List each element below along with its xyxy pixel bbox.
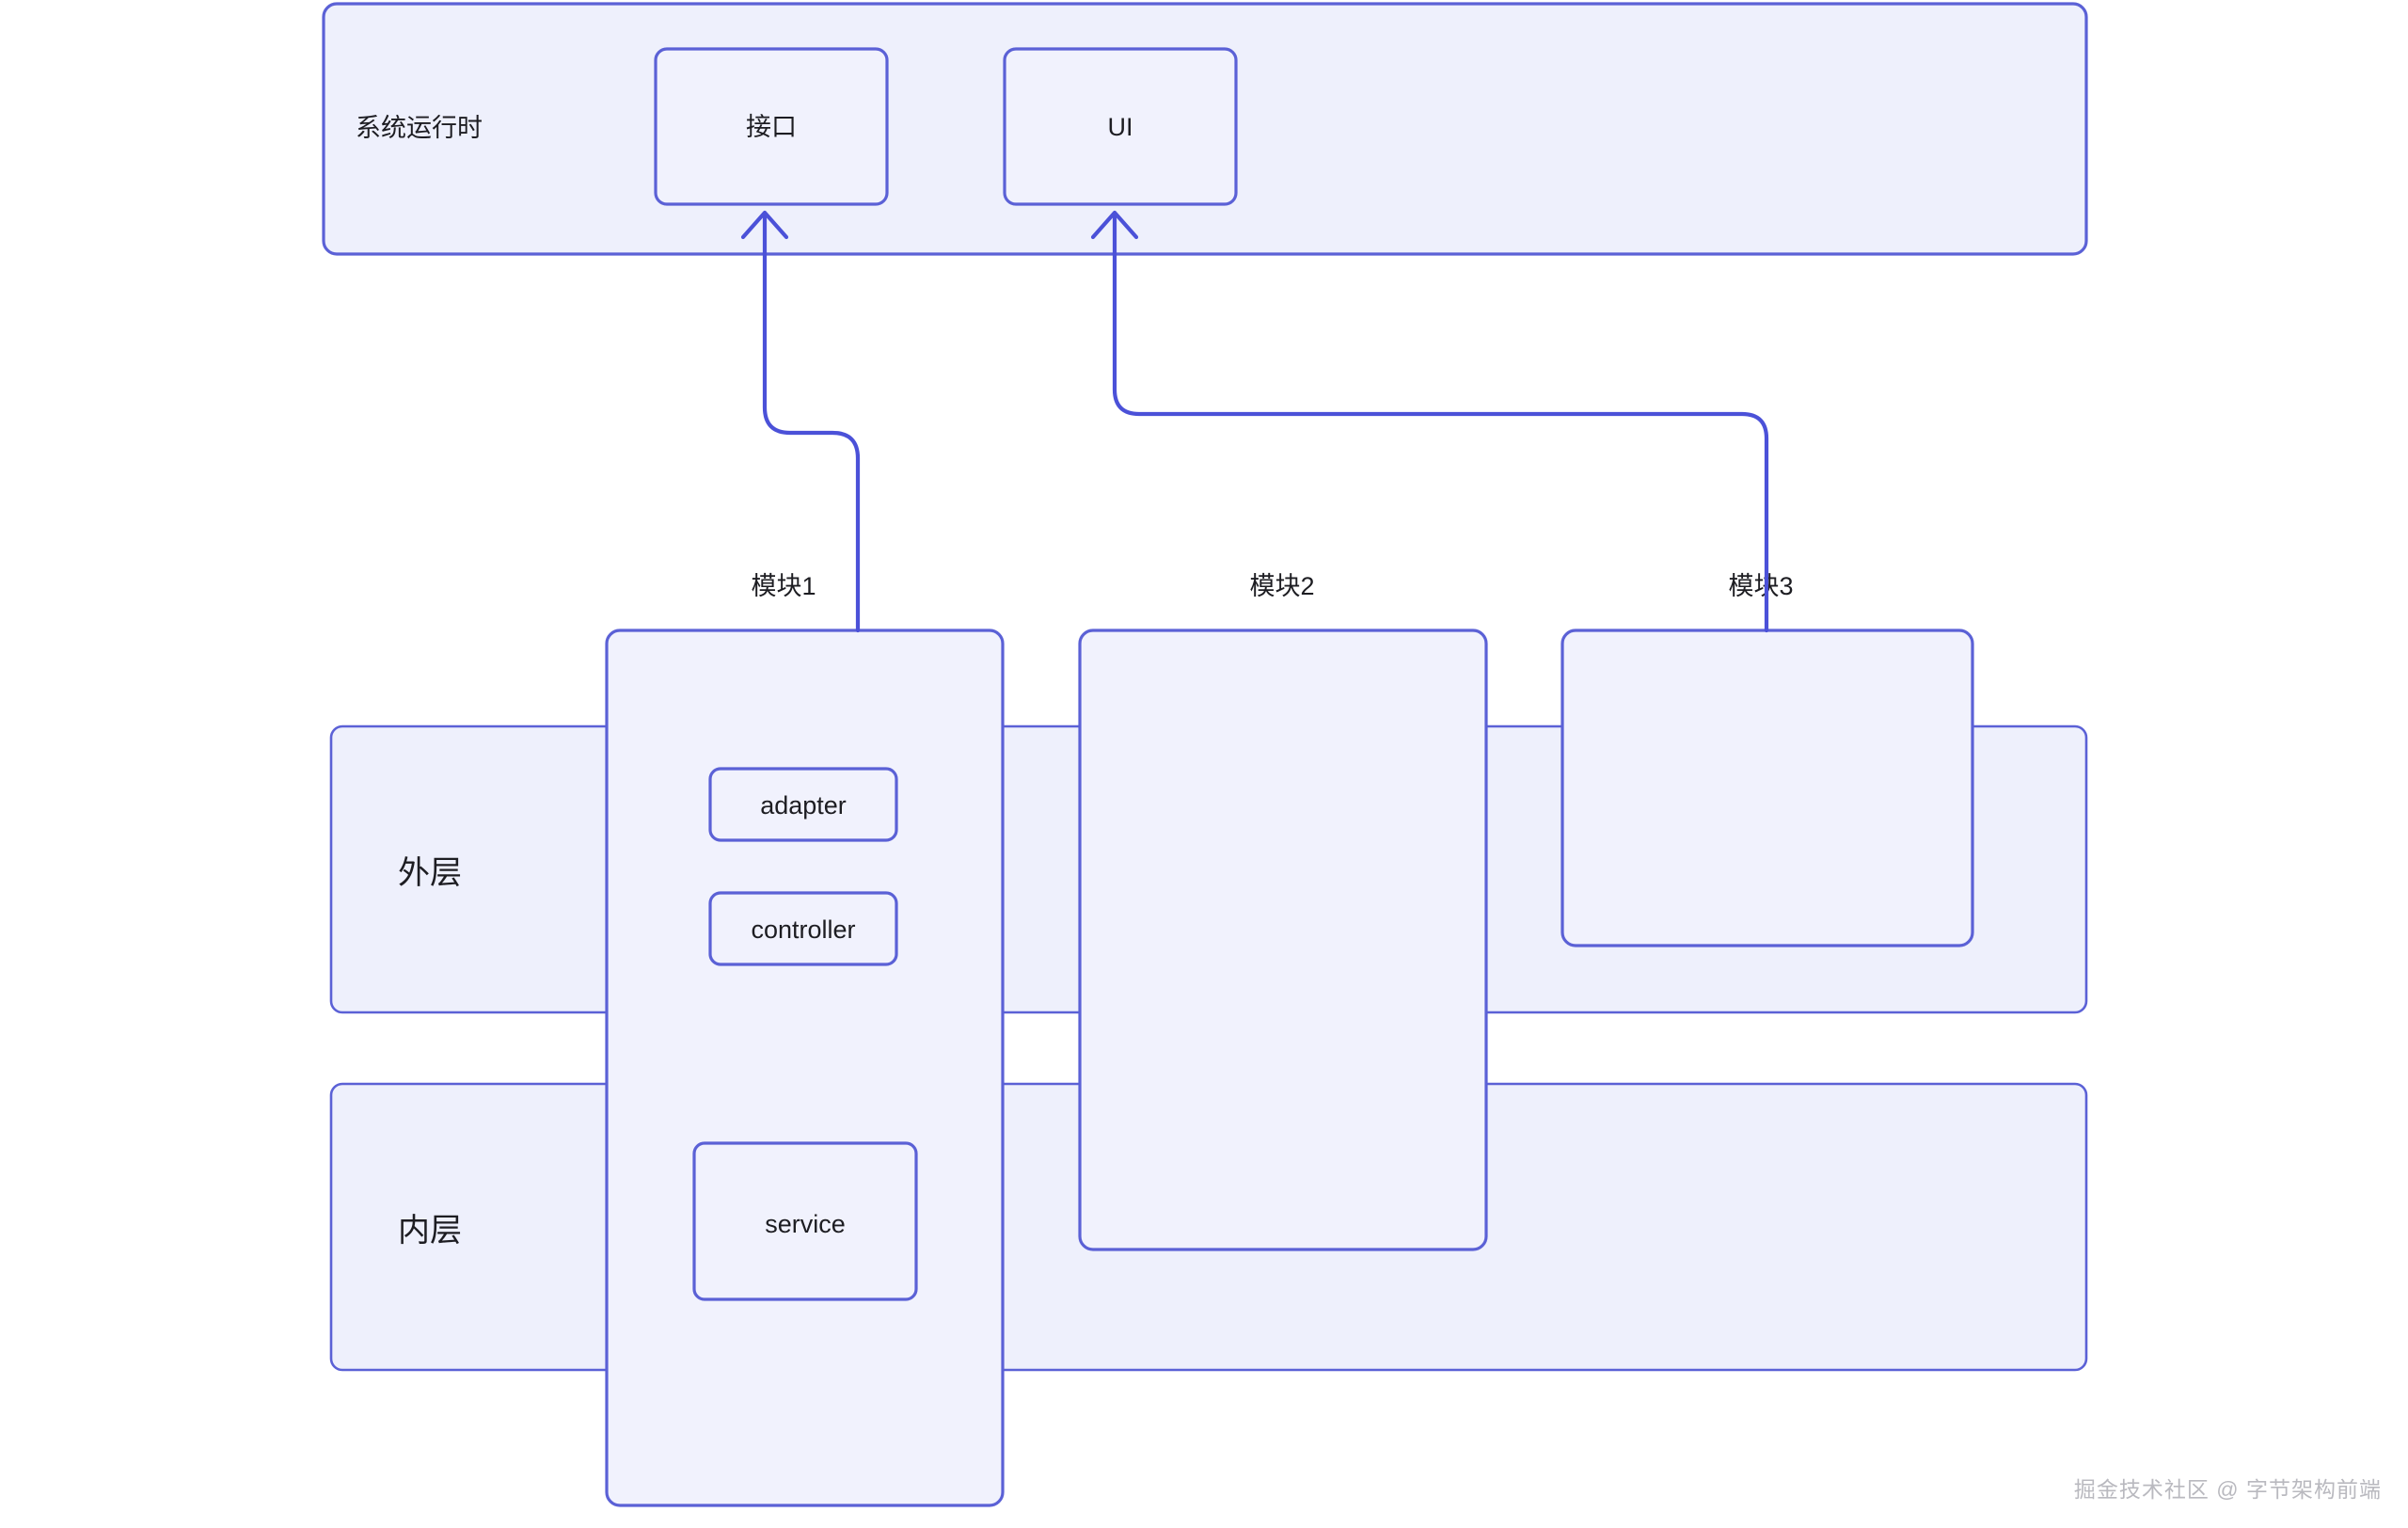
connector-module3-to-ui xyxy=(1090,210,1769,633)
node-interface[interactable]: 接口 xyxy=(654,47,889,206)
module-box-3-fill xyxy=(1562,630,1972,946)
connector-module1-arrowhead xyxy=(740,210,789,240)
node-interface-label: 接口 xyxy=(746,113,797,141)
connector-module3-arrowhead xyxy=(1090,210,1139,240)
component-service[interactable]: service xyxy=(692,1141,918,1301)
connector-module1-to-interface xyxy=(740,210,861,633)
module-label-2: 模块2 xyxy=(1249,572,1314,600)
module-box-2-border xyxy=(1078,629,1488,1251)
component-adapter-border xyxy=(708,767,898,842)
component-controller-label: controller xyxy=(751,915,855,944)
component-service-label: service xyxy=(765,1210,846,1238)
component-controller-border xyxy=(708,891,898,966)
layer-inner-label: 内层 xyxy=(398,1213,462,1249)
component-service-border xyxy=(692,1141,918,1301)
connector-module1-path xyxy=(762,212,861,633)
module-label-1: 模块1 xyxy=(751,572,816,600)
component-adapter-label: adapter xyxy=(760,791,847,820)
module-box-3[interactable] xyxy=(1560,629,1974,947)
module-box-1-border xyxy=(605,629,1005,1507)
layer-outer-label: 外层 xyxy=(398,855,462,891)
component-adapter[interactable]: adapter xyxy=(708,767,898,842)
module-box-2-fill xyxy=(1080,630,1486,1249)
module-box-1[interactable] xyxy=(605,629,1005,1507)
watermark: 掘金技术社区 @ 字节架构前端 xyxy=(2073,1477,2382,1502)
component-controller-fill xyxy=(710,893,896,964)
node-ui-label: UI xyxy=(1108,113,1133,141)
node-ui-border xyxy=(1003,47,1238,206)
component-adapter-fill xyxy=(710,769,896,840)
module-box-2[interactable] xyxy=(1078,629,1488,1251)
connector-module3-path xyxy=(1112,212,1769,633)
node-ui[interactable]: UI xyxy=(1003,47,1238,206)
node-ui-fill xyxy=(1005,49,1236,204)
module-label-3: 模块3 xyxy=(1728,572,1793,600)
runtime-band-border xyxy=(322,2,2088,256)
node-interface-border xyxy=(654,47,889,206)
component-service-fill xyxy=(694,1143,916,1299)
module-box-1-fill xyxy=(607,630,1003,1505)
node-interface-fill xyxy=(656,49,887,204)
runtime-band-label: 系统运行时 xyxy=(356,114,483,142)
component-controller[interactable]: controller xyxy=(708,891,898,966)
